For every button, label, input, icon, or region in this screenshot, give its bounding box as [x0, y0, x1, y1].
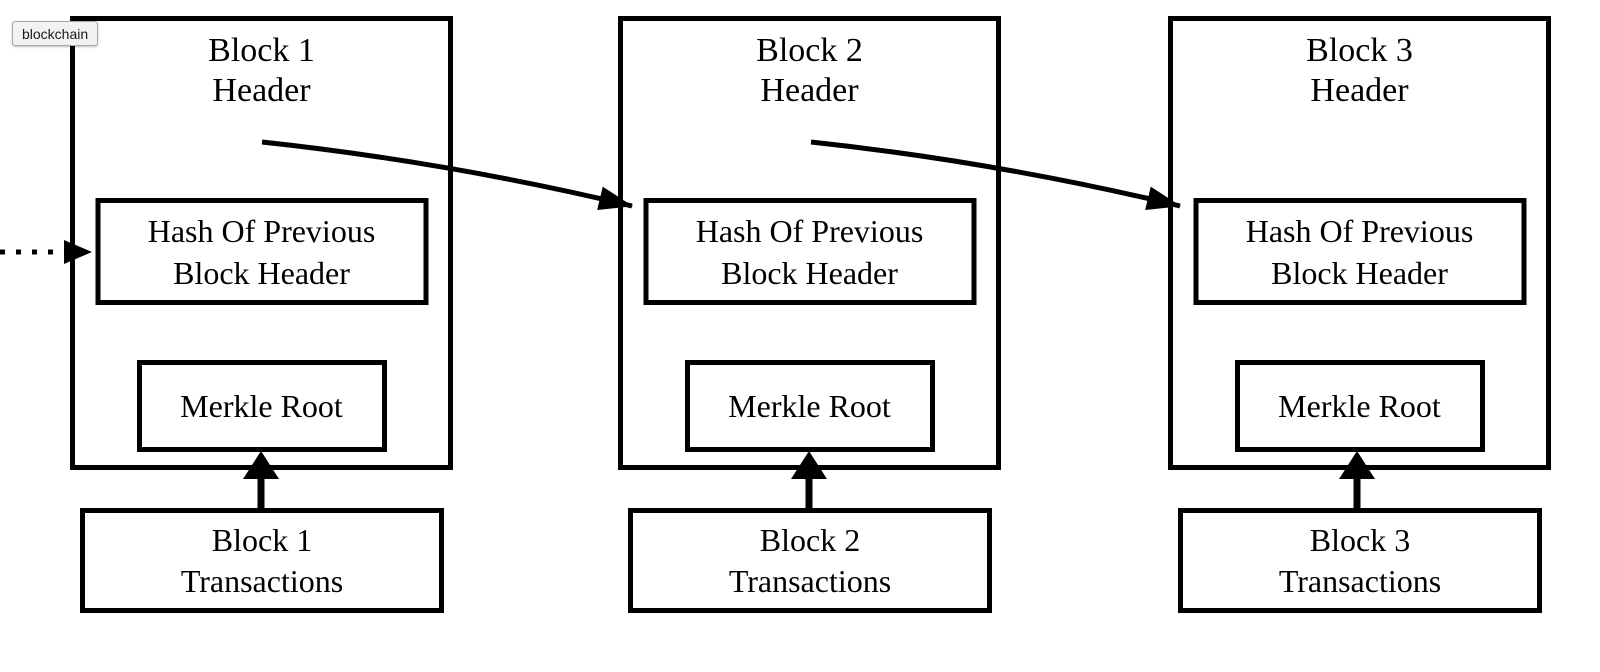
block-3-transactions-label: Block 3 Transactions	[1278, 521, 1442, 599]
block-3-hash-box: Hash Of Previous Block Header	[1193, 198, 1526, 305]
block-2-transactions-label: Block 2 Transactions	[728, 521, 892, 599]
block-2-hash-label: Hash Of Previous Block Header	[695, 212, 924, 291]
block-1-header-title: Block 1 Header	[208, 32, 315, 109]
block-1-merkle-box: Merkle Root	[136, 360, 387, 452]
block-1: Block 1 Header Hash Of Previous Block He…	[70, 16, 453, 470]
tooltip-label: blockchain	[22, 25, 89, 42]
block-2-hash-box: Hash Of Previous Block Header	[643, 198, 976, 305]
block-2-transactions-box: Block 2 Transactions	[628, 508, 992, 613]
block-1-hash-label: Hash Of Previous Block Header	[147, 212, 376, 291]
block-1-transactions-label: Block 1 Transactions	[180, 521, 344, 599]
block-3-merkle-box: Merkle Root	[1234, 360, 1485, 452]
block-2-header-title: Block 2 Header	[756, 32, 863, 109]
block-1-transactions-box: Block 1 Transactions	[80, 508, 444, 613]
block-2-merkle-box: Merkle Root	[684, 360, 935, 452]
block-3: Block 3 Header Hash Of Previous Block He…	[1168, 16, 1551, 470]
block-2: Block 2 Header Hash Of Previous Block He…	[618, 16, 1001, 470]
block-1-merkle-label: Merkle Root	[180, 388, 343, 424]
blockchain-tooltip: blockchain	[12, 21, 99, 46]
block-3-header-title: Block 3 Header	[1306, 32, 1413, 109]
block-2-merkle-label: Merkle Root	[728, 388, 891, 424]
block-3-merkle-label: Merkle Root	[1278, 388, 1441, 424]
block-3-transactions-box: Block 3 Transactions	[1178, 508, 1542, 613]
block-3-hash-label: Hash Of Previous Block Header	[1245, 212, 1474, 291]
block-1-hash-box: Hash Of Previous Block Header	[95, 198, 428, 305]
